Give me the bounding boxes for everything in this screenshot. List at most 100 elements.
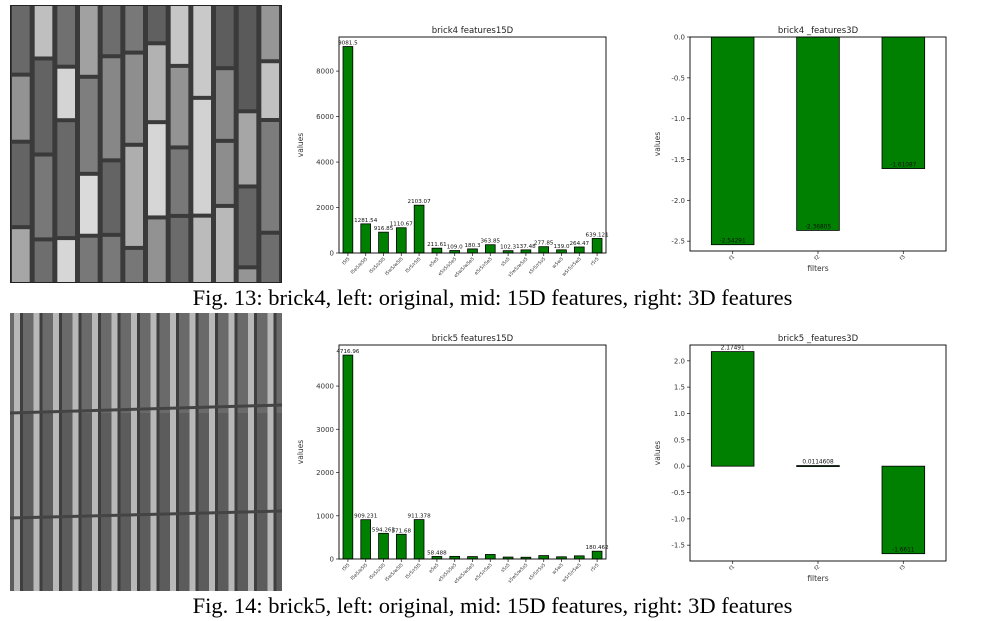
brick-cell [57,122,75,237]
bar [591,550,603,560]
bar-stripe [92,313,98,591]
brick-cell [125,249,143,283]
brick-cell [238,5,257,110]
y-tick-label: -1.5 [671,542,685,550]
y-tick-label: 8000 [316,68,334,76]
brick-cell [193,99,211,214]
bar [881,36,926,169]
x-tick-label: s5s5 [500,256,512,268]
x-tick-label: w5w5 [551,562,565,576]
bar [796,465,840,467]
x-tick-label: f2 [814,564,822,572]
y-tick-label: -1.5 [671,156,685,164]
x-tick-label: l5w5/w5l5 [384,256,405,277]
x-tick-label: l5e5/e5l5 [350,562,369,581]
y-tick-label: -1.0 [671,115,685,123]
x-tick-label: l5l5 [341,256,351,266]
bar-value-label: 58.488 [427,550,447,556]
brick-cell [238,269,257,283]
brick-cell [34,60,53,153]
bar [396,227,407,254]
brick-cell [216,5,234,67]
bar [467,248,478,254]
bar-value-label: 1110.67 [390,222,414,228]
bar-value-label: 102.3 [500,245,516,251]
y-tick-label: 0.0 [674,34,685,42]
x-tick-label: e5e5 [428,256,440,268]
brick-cell [148,5,166,42]
bar [538,246,549,254]
bar-value-label: -2.36805 [805,224,831,230]
y-tick-label: 2.0 [674,357,685,365]
bar-value-label: 0.0114608 [802,460,834,466]
brick-cell [57,5,75,65]
y-tick-label: -2.5 [671,238,685,246]
bar-value-label: 264.47 [570,241,590,247]
bar [413,204,425,254]
brick-cell [102,58,121,159]
bar-stripe [33,313,40,591]
y-axis-label: values [296,440,305,464]
brick-cell [193,5,211,96]
x-tick-label: f3 [899,254,907,262]
y-tick-label: -1.0 [671,515,685,523]
y-tick-label: 0.0 [674,463,685,471]
bar [485,554,496,560]
bar [378,231,389,254]
brick-cell [148,124,166,216]
bar [342,354,354,560]
brick-cell [238,113,257,185]
y-tick-label: 1.5 [674,384,685,392]
brick-cell [261,234,279,283]
brick-cell [12,76,30,140]
bar [591,238,603,254]
bar [342,46,354,254]
y-tick-label: -2.0 [671,197,685,205]
y-tick-label: 1000 [316,512,334,520]
x-tick-label: f2 [814,254,822,262]
brick-cell [102,162,121,233]
y-axis-label: values [296,133,305,157]
brick-cell [80,237,98,283]
bar-value-label: 9081.5 [338,41,358,47]
y-axis-label: values [653,132,662,156]
bar [485,244,496,254]
x-tick-label: l5e5/e5l5 [350,256,369,275]
bar-value-label: 571.68 [392,528,412,534]
x-tick-label: s5r5/r5s5 [527,562,547,582]
bar-value-label: 211.61 [427,242,447,248]
bar-value-label: 180.462 [586,545,609,551]
bar [431,247,443,254]
x-tick-label: s5r5/r5s5 [527,256,547,276]
chart-title: brick5 features15D [432,334,514,344]
x-tick-label: f1 [728,564,736,572]
bar-stripe [248,313,254,591]
bar-value-label: 180.3 [464,243,480,249]
brick-cell [80,175,98,234]
bar [396,533,407,560]
bar-stripe [150,313,157,591]
bar-value-label: 139.0 [553,244,569,250]
bar-value-label: 2.17491 [721,346,745,352]
bar-value-label: 911.378 [408,514,432,520]
bar [881,465,926,555]
bar-value-label: 277.85 [534,241,554,247]
y-tick-label: 2000 [316,204,334,212]
y-tick-label: -0.5 [671,74,685,82]
brick4-original-image [10,5,282,283]
brick5-original-image [10,313,282,591]
x-tick-label: l5r5/r5l5 [404,256,422,274]
bar [413,519,425,560]
y-tick-label: 1.0 [674,410,685,418]
bar-stripe [209,313,215,591]
bar-value-label: 4716.96 [336,349,360,355]
y-tick-label: 2000 [316,469,334,477]
bar-value-label: 594.263 [372,527,396,533]
bar [710,36,755,246]
bar-value-label: 109.0 [447,245,463,251]
brick-cell [34,5,53,57]
y-tick-label: 4000 [316,383,334,391]
x-tick-label: s5s5 [500,562,512,574]
bar [520,249,532,254]
